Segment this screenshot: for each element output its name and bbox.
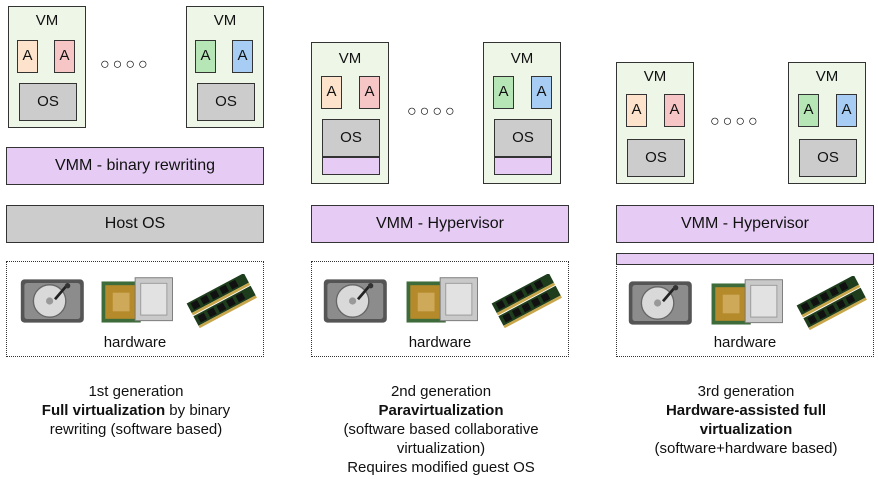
- os-box: OS: [322, 119, 380, 157]
- caption-line: virtualization: [616, 420, 876, 439]
- generation-3-column: VM A A OS ○○○○ VM A A OS VMM - Hyperviso…: [616, 0, 876, 482]
- vm-box: VM A A OS: [186, 6, 264, 128]
- host-os-layer: Host OS: [6, 205, 264, 243]
- cpu-chip-icon: [402, 274, 482, 330]
- vm-label: VM: [338, 50, 362, 67]
- vm-box: VM A A OS: [788, 62, 866, 184]
- generation-2-column: VM A A OS ○○○○ VM A A OS VMM - Hyperviso…: [311, 0, 571, 482]
- vmm-shim-box: [494, 157, 552, 175]
- app-box: A: [531, 76, 552, 109]
- vm-box: VM A A OS: [616, 62, 694, 184]
- generation-1-column: VM A A OS ○○○○ VM A A OS VMM - binary re…: [6, 0, 266, 482]
- caption-line: (software+hardware based): [654, 440, 838, 457]
- app-box: A: [195, 40, 216, 73]
- app-box: A: [798, 94, 819, 127]
- generation-3-caption: 3rd generation Hardware-assisted full vi…: [616, 382, 876, 458]
- ram-module-icon: [185, 274, 259, 328]
- vm-label: VM: [643, 68, 667, 85]
- caption-bold: Full virtualization: [41, 402, 166, 419]
- hardware-virtualization-strip: [616, 253, 874, 265]
- app-box: A: [54, 40, 75, 73]
- caption-bold: virtualization: [699, 421, 793, 438]
- caption-line: Paravirtualization: [311, 401, 571, 420]
- ellipsis-dots: ○○○○: [407, 103, 458, 120]
- caption-line: (software based collaborative: [343, 421, 539, 438]
- app-box: A: [664, 94, 685, 127]
- vmm-shim-box: [322, 157, 380, 175]
- caption-tail: by binary: [165, 402, 231, 419]
- app-box: A: [359, 76, 380, 109]
- vm-box: VM A A OS: [311, 42, 389, 184]
- generation-2-caption: 2nd generation Paravirtualization (softw…: [311, 382, 571, 477]
- vm-label: VM: [213, 12, 237, 29]
- hardware-label: hardware: [408, 334, 472, 351]
- caption-line: 2nd generation: [390, 383, 492, 400]
- ellipsis-dots: ○○○○: [100, 56, 151, 73]
- app-box: A: [232, 40, 253, 73]
- app-box: A: [17, 40, 38, 73]
- caption-line: Full virtualization by binary: [6, 401, 266, 420]
- os-box: OS: [197, 83, 255, 121]
- caption-bold: Paravirtualization: [378, 402, 504, 419]
- caption-line: 3rd generation: [697, 383, 795, 400]
- ram-module-icon: [795, 276, 869, 330]
- caption-bold: Hardware-assisted full: [665, 402, 827, 419]
- hard-drive-icon: [19, 274, 91, 328]
- hardware-label: hardware: [713, 334, 777, 351]
- os-box: OS: [19, 83, 77, 121]
- caption-line: Hardware-assisted full: [616, 401, 876, 420]
- hard-drive-icon: [627, 276, 699, 330]
- hardware-label: hardware: [103, 334, 167, 351]
- app-box: A: [626, 94, 647, 127]
- caption-line: 1st generation: [88, 383, 184, 400]
- hardware-box: hardware: [616, 253, 874, 357]
- app-box: A: [493, 76, 514, 109]
- hardware-box: hardware: [311, 261, 569, 357]
- vmm-hypervisor-layer: VMM - Hypervisor: [616, 205, 874, 243]
- os-box: OS: [627, 139, 685, 177]
- os-box: OS: [494, 119, 552, 157]
- cpu-chip-icon: [707, 276, 787, 332]
- vm-box: VM A A OS: [483, 42, 561, 184]
- cpu-chip-icon: [97, 274, 177, 330]
- ellipsis-dots: ○○○○: [710, 113, 761, 130]
- generation-1-caption: 1st generation Full virtualization by bi…: [6, 382, 266, 439]
- vm-label: VM: [815, 68, 839, 85]
- vmm-binary-rewriting-layer: VMM - binary rewriting: [6, 147, 264, 185]
- vm-label: VM: [35, 12, 59, 29]
- caption-line: rewriting (software based): [49, 421, 223, 438]
- os-box: OS: [799, 139, 857, 177]
- caption-line: virtualization): [396, 440, 486, 457]
- vm-label: VM: [510, 50, 534, 67]
- vmm-hypervisor-layer: VMM - Hypervisor: [311, 205, 569, 243]
- app-box: A: [321, 76, 342, 109]
- ram-module-icon: [490, 274, 564, 328]
- caption-line: Requires modified guest OS: [347, 459, 535, 476]
- hard-drive-icon: [322, 274, 394, 328]
- hardware-box: hardware: [6, 261, 264, 357]
- vm-box: VM A A OS: [8, 6, 86, 128]
- app-box: A: [836, 94, 857, 127]
